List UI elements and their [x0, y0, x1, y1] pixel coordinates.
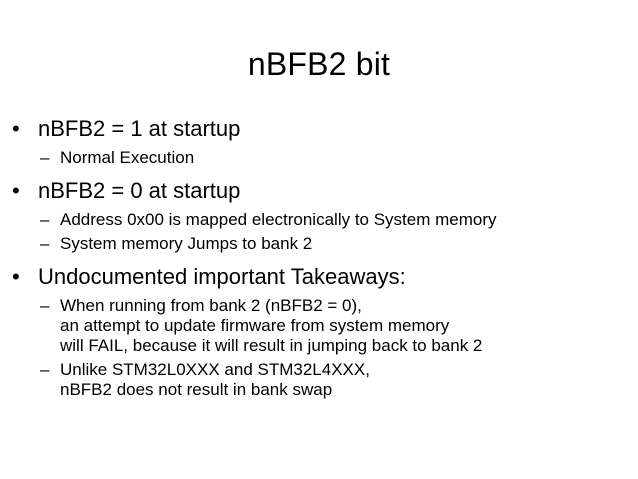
bullet-list: • nBFB2 = 1 at startup – Normal Executio… [12, 114, 628, 400]
bullet-dot-icon: • [12, 116, 20, 141]
sub-bullet-item: – Normal Execution [40, 148, 628, 168]
sub-bullet-line: Address 0x00 is mapped electronically to… [60, 210, 497, 229]
sub-bullet-line: Unlike STM32L0XXX and STM32L4XXX, [60, 360, 370, 379]
bullet-item: • nBFB2 = 0 at startup [12, 176, 628, 206]
dash-icon: – [40, 210, 50, 229]
sub-bullet-text: System memory Jumps to bank 2 [60, 234, 628, 254]
bullet-item: • Undocumented important Takeaways: [12, 262, 628, 292]
sub-bullet-line: When running from bank 2 (nBFB2 = 0), [60, 296, 362, 315]
dash-icon: – [40, 148, 50, 167]
bullet-dot-icon: • [12, 178, 20, 203]
sub-bullet-line: will FAIL, because it will result in jum… [60, 336, 483, 355]
sub-bullet-item: – Unlike STM32L0XXX and STM32L4XXX, nBFB… [40, 360, 628, 400]
sub-bullet-text: When running from bank 2 (nBFB2 = 0), an… [60, 296, 628, 356]
sub-bullet-item: – Address 0x00 is mapped electronically … [40, 210, 628, 230]
sub-bullet-item: – When running from bank 2 (nBFB2 = 0), … [40, 296, 628, 356]
sub-bullet-line: System memory Jumps to bank 2 [60, 234, 313, 253]
sub-bullet-line: an attempt to update firmware from syste… [60, 316, 450, 335]
bullet-text: nBFB2 = 1 at startup [38, 116, 241, 141]
bullet-dot-icon: • [12, 264, 20, 289]
sub-bullet-text: Unlike STM32L0XXX and STM32L4XXX, nBFB2 … [60, 360, 628, 400]
sub-bullet-item: – System memory Jumps to bank 2 [40, 234, 628, 254]
dash-icon: – [40, 360, 50, 379]
sub-bullet-line: Normal Execution [60, 148, 195, 167]
dash-icon: – [40, 296, 50, 315]
bullet-item: • nBFB2 = 1 at startup [12, 114, 628, 144]
sub-bullet-text: Address 0x00 is mapped electronically to… [60, 210, 628, 230]
sub-bullet-text: Normal Execution [60, 148, 628, 168]
sub-bullet-line: nBFB2 does not result in bank swap [60, 380, 333, 399]
bullet-text: nBFB2 = 0 at startup [38, 178, 241, 203]
bullet-text: Undocumented important Takeaways: [38, 264, 406, 289]
dash-icon: – [40, 234, 50, 253]
slide-title: nBFB2 bit [247, 46, 391, 82]
